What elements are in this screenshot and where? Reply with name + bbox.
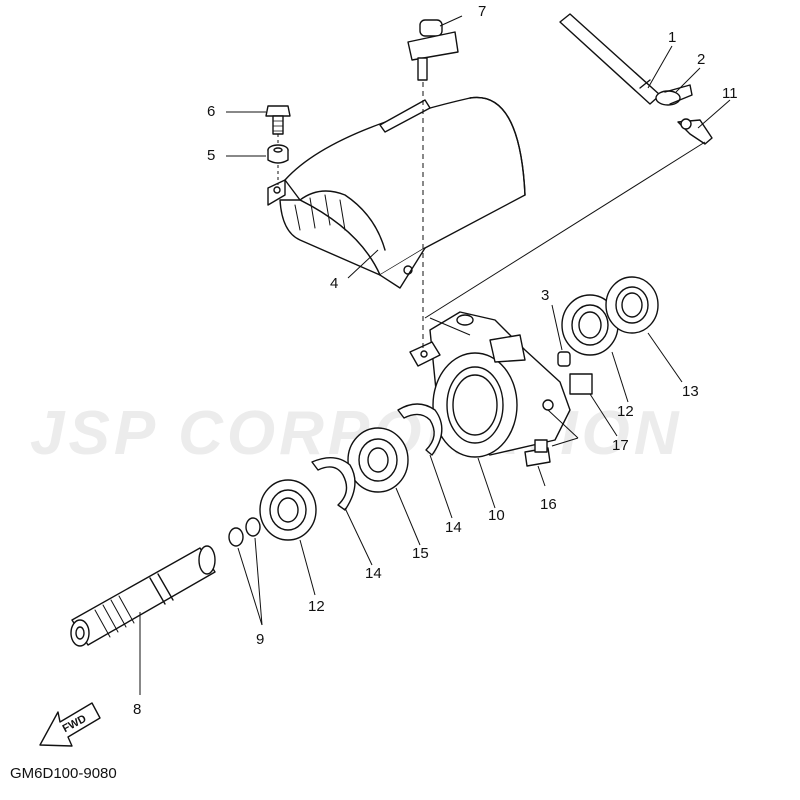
part-10-housing [409, 311, 571, 458]
part-14-circlip-lower [311, 457, 356, 511]
part-4-cover [267, 96, 526, 289]
diagram-code: GM6D100-9080 [10, 765, 117, 782]
assembly-guide-lines [277, 82, 706, 447]
part-5-collar [267, 144, 289, 164]
part-7-fastener [407, 19, 459, 81]
part-2-clip [655, 84, 693, 106]
callout-15: 15 [412, 545, 429, 562]
fwd-arrow [39, 702, 101, 747]
callout-12-upper: 12 [617, 403, 634, 420]
callout-4: 4 [330, 275, 339, 292]
callout-5: 5 [207, 147, 216, 164]
part-6-bolt [265, 105, 291, 135]
callout-7: 7 [478, 3, 487, 20]
leader-lines [139, 15, 731, 695]
part-11-nipple [677, 118, 713, 145]
callout-13: 13 [682, 383, 699, 400]
part-12-bearing-lower [259, 479, 317, 541]
callout-14-upper: 14 [445, 519, 462, 536]
part-13-bearing [605, 276, 659, 334]
callout-6: 6 [207, 103, 216, 120]
part-9-o-rings [228, 517, 261, 547]
callout-3: 3 [541, 287, 550, 304]
part-16-bolt [524, 439, 551, 467]
part-14-circlip-upper [397, 403, 443, 456]
callout-2: 2 [697, 51, 706, 68]
callout-16: 16 [540, 496, 557, 513]
callout-14-lower: 14 [365, 565, 382, 582]
callout-10: 10 [488, 507, 505, 524]
callout-17: 17 [612, 437, 629, 454]
part-17-plate [569, 373, 593, 395]
callout-9: 9 [256, 631, 265, 648]
part-8-shaft [70, 545, 216, 647]
callout-8: 8 [133, 701, 142, 718]
callout-11: 11 [722, 85, 738, 102]
part-12-bearing-upper [561, 294, 619, 356]
part-15-bearing [347, 427, 409, 493]
callout-1: 1 [668, 29, 677, 46]
part-1-rod [559, 13, 661, 105]
callout-12-lower: 12 [308, 598, 325, 615]
part-3-pin [557, 351, 571, 367]
